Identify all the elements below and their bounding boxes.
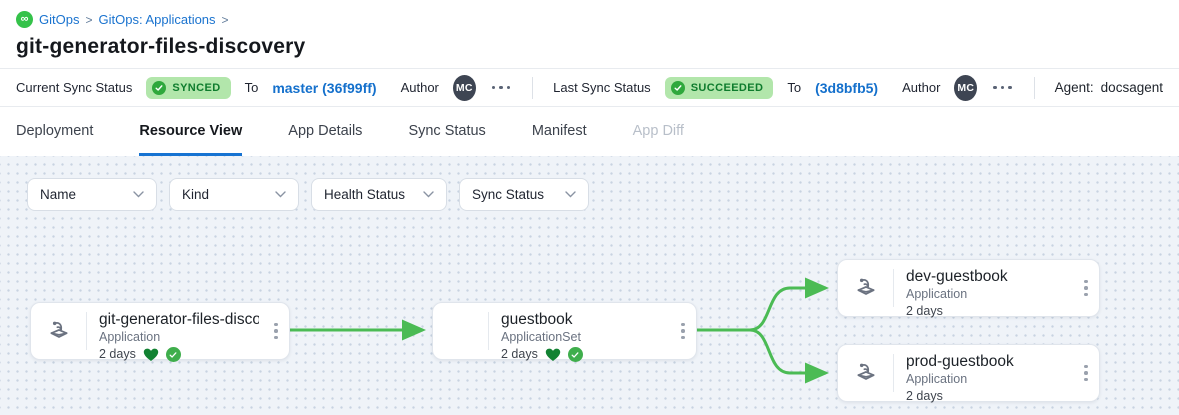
node-title: git-generator-files-disco... [99, 311, 259, 328]
node-body: git-generator-files-disco... Application… [87, 303, 263, 362]
node-title: prod-guestbook [906, 353, 1014, 370]
node-title: dev-guestbook [906, 268, 1008, 285]
filter-health-status-dropdown[interactable]: Health Status [311, 178, 447, 211]
tab-manifest[interactable]: Manifest [531, 123, 587, 139]
agent-label: Agent: [1054, 80, 1094, 95]
sync-check-icon [567, 347, 583, 362]
breadcrumb-separator: > [221, 12, 229, 27]
filter-label: Sync Status [472, 187, 545, 202]
graph-edges [290, 277, 829, 384]
check-circle-icon [670, 80, 685, 95]
application-icon [838, 269, 894, 307]
last-author-label: Author [902, 80, 941, 95]
node-icon-placeholder [433, 312, 489, 350]
breadcrumb: ∞ GitOps > GitOps: Applications > [16, 11, 1163, 28]
tab-bar: Deployment Resource View App Details Syn… [0, 107, 1179, 156]
current-sync-status-value: SYNCED [172, 81, 221, 94]
node-age: 2 days [501, 347, 538, 361]
breadcrumb-link-applications[interactable]: GitOps: Applications [98, 12, 216, 27]
chevron-down-icon [565, 191, 576, 198]
node-prod-guestbook[interactable]: prod-guestbook Application 2 days [837, 344, 1100, 403]
chevron-down-icon [423, 191, 434, 198]
node-body: guestbook ApplicationSet 2 days [489, 303, 670, 362]
last-revision-link[interactable]: (3d8bfb5) [815, 79, 879, 96]
node-age: 2 days [906, 304, 943, 318]
current-author-label: Author [400, 80, 439, 95]
node-age: 2 days [99, 347, 136, 361]
filter-label: Kind [182, 187, 210, 202]
node-git-generator-files-discovery[interactable]: git-generator-files-disco... Application… [30, 302, 290, 362]
filter-name-dropdown[interactable]: Name [27, 178, 157, 211]
filter-kind-dropdown[interactable]: Kind [169, 178, 299, 211]
divider [1033, 76, 1035, 99]
current-commit-more-button[interactable] [490, 82, 513, 94]
page-header: ∞ GitOps > GitOps: Applications > git-ge… [0, 0, 1179, 68]
current-sync-status-badge: SYNCED [146, 76, 231, 99]
chevron-down-icon [133, 191, 144, 198]
graph-filters: Name Kind Health Status Sync Status [27, 178, 589, 211]
sync-check-icon [165, 347, 181, 362]
current-revision-link[interactable]: master (36f99ff) [272, 79, 377, 96]
agent-value: docsagent [1100, 80, 1163, 95]
tab-app-diff: App Diff [632, 123, 684, 139]
tab-sync-status[interactable]: Sync Status [408, 123, 486, 139]
last-to-label: To [787, 80, 802, 95]
filter-sync-status-dropdown[interactable]: Sync Status [459, 178, 589, 211]
node-body: prod-guestbook Application 2 days [894, 345, 1073, 403]
tab-app-details[interactable]: App Details [288, 123, 363, 139]
node-kind: ApplicationSet [501, 330, 581, 344]
page-title: git-generator-files-discovery [16, 35, 306, 58]
node-guestbook[interactable]: guestbook ApplicationSet 2 days [432, 302, 697, 362]
health-heart-icon [143, 348, 159, 362]
breadcrumb-separator: > [85, 12, 93, 27]
node-dev-guestbook[interactable]: dev-guestbook Application 2 days [837, 259, 1100, 318]
node-kind: Application [906, 287, 968, 301]
node-menu-button[interactable] [1073, 345, 1099, 401]
application-icon [838, 354, 894, 392]
chevron-down-icon [275, 191, 286, 198]
node-menu-button[interactable] [670, 303, 696, 359]
node-menu-button[interactable] [1073, 260, 1099, 316]
node-age: 2 days [906, 389, 943, 403]
last-author-avatar[interactable]: MC [954, 74, 978, 101]
breadcrumb-link-gitops[interactable]: GitOps [39, 12, 80, 27]
current-to-label: To [244, 80, 259, 95]
last-sync-status-badge: SUCCEEDED [664, 76, 774, 99]
sync-status-bar: Current Sync Status SYNCED To master (36… [0, 68, 1179, 107]
resource-graph: Name Kind Health Status Sync Status [0, 156, 1179, 415]
filter-label: Name [40, 187, 77, 202]
node-title: guestbook [501, 311, 573, 328]
divider [532, 76, 534, 99]
tab-deployment[interactable]: Deployment [16, 123, 94, 139]
node-kind: Application [99, 330, 161, 344]
node-body: dev-guestbook Application 2 days [894, 260, 1073, 318]
last-commit-more-button[interactable] [991, 82, 1014, 94]
current-author-avatar[interactable]: MC [452, 74, 476, 101]
last-sync-status-label: Last Sync Status [553, 80, 651, 95]
node-menu-button[interactable] [263, 303, 289, 359]
last-sync-status-value: SUCCEEDED [690, 81, 764, 94]
gitops-logo-icon: ∞ [16, 11, 33, 28]
node-kind: Application [906, 372, 968, 386]
filter-label: Health Status [324, 187, 406, 202]
check-circle-icon [152, 80, 167, 95]
tab-resource-view[interactable]: Resource View [139, 107, 243, 156]
health-heart-icon [545, 348, 561, 362]
current-sync-status-label: Current Sync Status [16, 80, 133, 95]
application-icon [31, 312, 87, 350]
